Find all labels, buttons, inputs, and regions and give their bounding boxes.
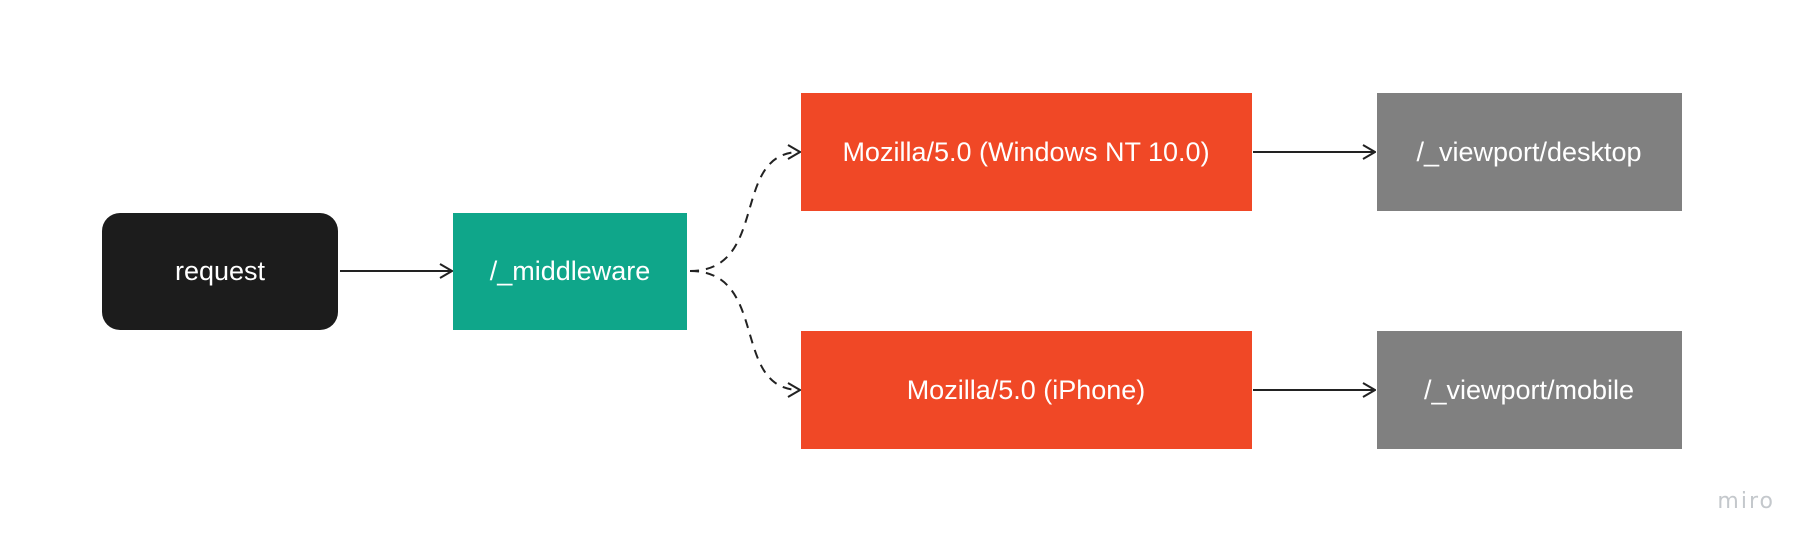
node-viewport-mobile-box xyxy=(1377,331,1682,449)
node-middleware-label: /_middleware xyxy=(490,256,651,286)
node-viewport-desktop-box xyxy=(1377,93,1682,211)
node-middleware[interactable]: /_middleware xyxy=(453,213,687,330)
node-viewport-mobile-label: /_viewport/mobile xyxy=(1424,375,1634,405)
node-request[interactable]: request xyxy=(102,213,338,330)
node-mobile-user-agent[interactable]: Mozilla/5.0 (iPhone) xyxy=(801,331,1252,449)
node-middleware-box xyxy=(453,213,687,330)
node-request-label: request xyxy=(175,256,266,286)
node-desktop-user-agent-box xyxy=(801,93,1252,211)
node-viewport-desktop[interactable]: /_viewport/desktop xyxy=(1377,93,1682,211)
edge-middleware-to-desktop-ua xyxy=(689,152,800,272)
node-viewport-desktop-label: /_viewport/desktop xyxy=(1416,137,1641,167)
node-mobile-user-agent-label: Mozilla/5.0 (iPhone) xyxy=(907,375,1146,405)
node-desktop-user-agent-label: Mozilla/5.0 (Windows NT 10.0) xyxy=(842,137,1209,167)
node-viewport-mobile[interactable]: /_viewport/mobile xyxy=(1377,331,1682,449)
edge-middleware-to-mobile-ua xyxy=(689,270,800,390)
node-mobile-user-agent-box xyxy=(801,331,1252,449)
node-request-box xyxy=(102,213,338,330)
miro-watermark: miro xyxy=(1717,489,1775,514)
node-desktop-user-agent[interactable]: Mozilla/5.0 (Windows NT 10.0) xyxy=(801,93,1252,211)
edges xyxy=(340,152,1375,390)
